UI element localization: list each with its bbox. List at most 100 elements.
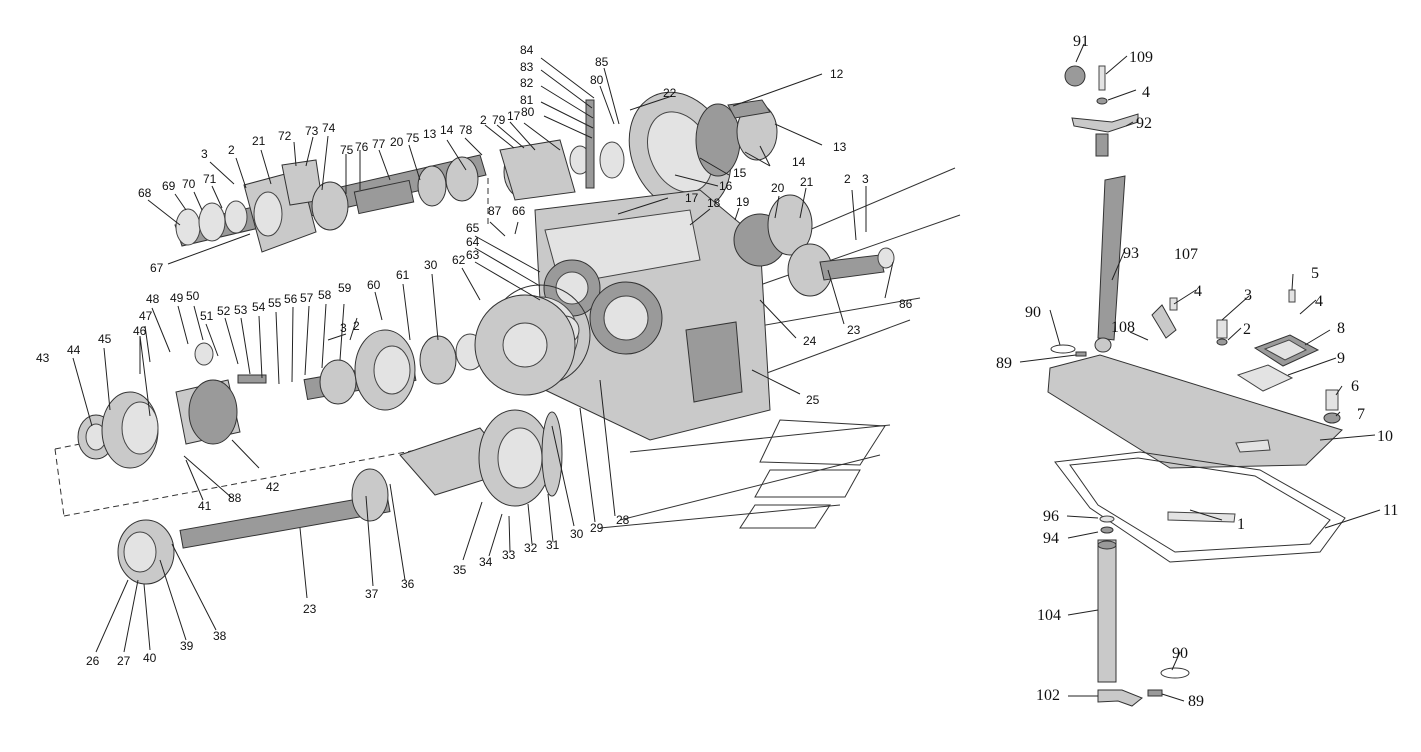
label-68: 68 xyxy=(138,186,152,200)
label-36: 36 xyxy=(401,577,415,591)
label-22: 22 xyxy=(663,86,677,100)
label-69: 69 xyxy=(162,179,176,193)
label-77: 77 xyxy=(372,137,386,151)
label-89-low: 89 xyxy=(1188,693,1204,710)
label-20-top: 20 xyxy=(390,135,404,149)
label-3-right: 3 xyxy=(862,172,869,186)
right-assembly xyxy=(1047,65,1346,707)
label-107: 107 xyxy=(1174,246,1198,263)
label-74: 74 xyxy=(322,121,336,135)
label-53: 53 xyxy=(234,303,248,317)
label-65: 65 xyxy=(466,221,480,235)
label-4-right: 4 xyxy=(1315,293,1323,310)
label-47: 47 xyxy=(139,309,153,323)
label-7: 7 xyxy=(1357,406,1365,423)
label-50: 50 xyxy=(186,289,200,303)
label-1: 1 xyxy=(1237,516,1245,533)
label-62: 62 xyxy=(452,253,466,267)
label-67: 67 xyxy=(150,261,164,275)
label-60: 60 xyxy=(367,278,381,292)
label-96: 96 xyxy=(1043,508,1059,525)
label-108: 108 xyxy=(1111,319,1135,336)
label-23-right: 23 xyxy=(847,323,861,337)
left-assembly xyxy=(54,91,961,585)
right-labels: 91 109 4 92 93 107 4 5 4 3 2 8 9 6 7 10 … xyxy=(996,33,1398,710)
label-83: 83 xyxy=(520,60,534,74)
label-26: 26 xyxy=(86,654,100,668)
label-13-top: 13 xyxy=(423,127,437,141)
label-52: 52 xyxy=(217,304,231,318)
label-23-low: 23 xyxy=(303,602,317,616)
label-2-mid: 2 xyxy=(353,319,360,333)
label-37: 37 xyxy=(365,587,379,601)
label-9: 9 xyxy=(1337,350,1345,367)
label-8: 8 xyxy=(1337,320,1345,337)
label-94: 94 xyxy=(1043,530,1059,547)
label-85: 85 xyxy=(595,55,609,69)
label-66: 66 xyxy=(512,204,526,218)
label-20: 20 xyxy=(771,181,785,195)
label-4-top: 4 xyxy=(1142,84,1150,101)
label-32: 32 xyxy=(524,541,538,555)
label-91: 91 xyxy=(1073,33,1089,50)
label-2-right: 2 xyxy=(844,172,851,186)
label-10: 10 xyxy=(1377,428,1393,445)
label-17: 17 xyxy=(685,191,699,205)
label-35: 35 xyxy=(453,563,467,577)
label-28: 28 xyxy=(616,513,630,527)
label-17-top: 17 xyxy=(507,109,521,123)
label-75: 75 xyxy=(340,143,354,157)
label-30-mid: 30 xyxy=(424,258,438,272)
label-31: 31 xyxy=(546,538,560,552)
label-2-upper: 2 xyxy=(228,143,235,157)
label-15: 15 xyxy=(733,166,747,180)
label-42: 42 xyxy=(266,480,280,494)
left-labels: 84 83 82 81 80 85 80 22 12 13 14 14 15 1… xyxy=(36,43,913,668)
label-2: 2 xyxy=(1243,321,1251,338)
label-90-low: 90 xyxy=(1172,645,1188,662)
label-43: 43 xyxy=(36,351,50,365)
label-78: 78 xyxy=(459,123,473,137)
label-38: 38 xyxy=(213,629,227,643)
label-54: 54 xyxy=(252,300,266,314)
label-102: 102 xyxy=(1036,687,1060,704)
label-75-top: 75 xyxy=(406,131,420,145)
label-5: 5 xyxy=(1311,265,1319,282)
label-14-top: 14 xyxy=(440,123,454,137)
label-56: 56 xyxy=(284,292,298,306)
label-44: 44 xyxy=(67,343,81,357)
label-33: 33 xyxy=(502,548,516,562)
label-2-top: 2 xyxy=(480,113,487,127)
label-13: 13 xyxy=(833,140,847,154)
label-84: 84 xyxy=(520,43,534,57)
label-40: 40 xyxy=(143,651,157,665)
label-16: 16 xyxy=(719,179,733,193)
label-34: 34 xyxy=(479,555,493,569)
label-61: 61 xyxy=(396,268,410,282)
label-92: 92 xyxy=(1136,115,1152,132)
label-3: 3 xyxy=(1244,287,1252,304)
label-86: 86 xyxy=(899,297,913,311)
label-6: 6 xyxy=(1351,378,1359,395)
label-71: 71 xyxy=(203,172,217,186)
label-29: 29 xyxy=(590,521,604,535)
label-90-top: 90 xyxy=(1025,304,1041,321)
label-72: 72 xyxy=(278,129,292,143)
label-79: 79 xyxy=(492,113,506,127)
label-93: 93 xyxy=(1123,245,1139,262)
label-12: 12 xyxy=(830,67,844,81)
label-19: 19 xyxy=(736,195,750,209)
label-80b: 80 xyxy=(590,73,604,87)
label-80: 80 xyxy=(521,105,535,119)
label-46: 46 xyxy=(133,324,147,338)
label-70: 70 xyxy=(182,177,196,191)
label-11: 11 xyxy=(1383,502,1398,519)
label-57: 57 xyxy=(300,291,314,305)
label-87: 87 xyxy=(488,204,502,218)
label-89-top: 89 xyxy=(996,355,1012,372)
leader-lines xyxy=(72,43,1381,702)
label-24: 24 xyxy=(803,334,817,348)
label-30-low: 30 xyxy=(570,527,584,541)
label-88: 88 xyxy=(228,491,242,505)
